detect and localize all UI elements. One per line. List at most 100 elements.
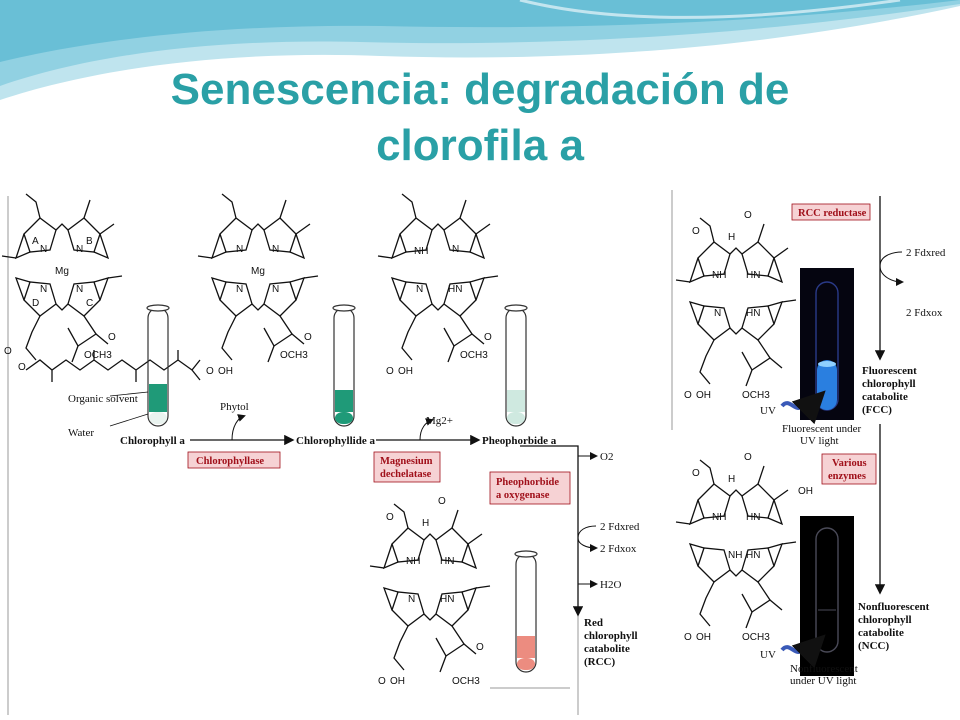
- rcc-structure: NH HN HN N H O O O OH OCH3 O: [369, 496, 491, 687]
- och3-group: OCH3: [84, 350, 112, 361]
- n-atom: N: [40, 244, 47, 255]
- n-atom: N: [236, 244, 243, 255]
- pao-enzyme-box: [489, 471, 571, 505]
- och3-group: OCH3: [452, 676, 480, 687]
- chlorophyllase-enzyme-box: [187, 451, 281, 469]
- n-atom: N: [408, 594, 415, 605]
- pao-label-line2: a oxygenase: [496, 490, 550, 501]
- oh-group: OH: [398, 366, 413, 377]
- chlorophyll-test-tube: [146, 304, 170, 427]
- o-atom: O: [684, 390, 692, 401]
- fdx-red-label-2: 2 Fdxred: [906, 247, 946, 259]
- rcc-reductase-label: RCC reductase: [798, 208, 867, 219]
- nh-group: NH: [712, 270, 726, 281]
- various-enzymes-line1: Various: [832, 458, 867, 469]
- rcc-test-tube: [514, 550, 538, 673]
- fdx-red-label: 2 Fdxred: [600, 521, 640, 533]
- arrow-pheophorbide-to-rcc: [520, 445, 584, 617]
- uv-arrow-fcc: [780, 390, 826, 425]
- ncc-label-line4: (NCC): [858, 640, 889, 652]
- mg-atom: Mg: [251, 266, 265, 277]
- slide-title: Senescencia: degradación de clorofila a: [0, 62, 960, 174]
- fcc-label-line3: catabolite: [862, 391, 908, 403]
- ncc-label-line3: catabolite: [858, 627, 904, 639]
- o-atom: O: [378, 676, 386, 687]
- oh-group: OH: [218, 366, 233, 377]
- pheophorbide-a-structure: NH HN N N O OH OCH3 O: [377, 193, 499, 377]
- h-atom: H: [728, 232, 735, 243]
- phytol-label: Phytol: [220, 401, 249, 413]
- nh-group: NH: [414, 246, 428, 257]
- hn-group: HN: [440, 556, 454, 567]
- o-atom: O: [476, 642, 484, 653]
- water-label: Water: [68, 427, 94, 439]
- organic-solvent-label: Organic solvent: [68, 393, 138, 405]
- chlorophyll-a-label: Chlorophyll a: [120, 435, 185, 447]
- ring-a-label: A: [32, 236, 39, 247]
- o-atom: O: [692, 468, 700, 479]
- n-atom: N: [416, 284, 423, 295]
- oh-group: OH: [798, 486, 813, 497]
- hn-group: HN: [746, 512, 760, 523]
- hn-group: HN: [746, 550, 760, 561]
- o-atom: O: [108, 332, 116, 343]
- rcc-label-line3: catabolite: [584, 643, 630, 655]
- ncc-label-line1: Nonfluorescent: [858, 601, 930, 613]
- mg-atom: Mg: [55, 266, 69, 277]
- hn-group: HN: [440, 594, 454, 605]
- mg-dechelatase-label-line2: dechelatase: [380, 469, 432, 480]
- o-atom: O: [4, 346, 12, 357]
- hn-group: HN: [448, 284, 462, 295]
- oh-group: OH: [696, 390, 711, 401]
- slide-title-line2: clorofila a: [376, 121, 584, 170]
- o-atom: O: [18, 362, 26, 373]
- chlorophyllide-test-tube: [332, 304, 356, 427]
- o-atom: O: [692, 226, 700, 237]
- och3-group: OCH3: [460, 350, 488, 361]
- slide-title-line1: Senescencia: degradación de: [170, 65, 790, 114]
- fdx-ox-label-2: 2 Fdxox: [906, 307, 943, 319]
- h2o-label: H2O: [600, 579, 621, 591]
- o-atom: O: [438, 496, 446, 507]
- uv-label-fcc: UV: [760, 405, 776, 417]
- rcc-label-line2: chlorophyll: [584, 630, 638, 642]
- n-atom: N: [452, 244, 459, 255]
- pao-label-line1: Pheophorbide: [496, 477, 559, 488]
- rcc-reductase-enzyme-box: [791, 203, 871, 221]
- fluorescent-under-uv-line2: UV light: [800, 435, 839, 447]
- o-atom: O: [386, 366, 394, 377]
- rcc-label-line4: (RCC): [584, 656, 615, 668]
- o-atom: O: [744, 210, 752, 221]
- pheophorbide-test-tube: [504, 304, 528, 427]
- various-enzymes-box: [821, 453, 877, 485]
- phytol-chain: [25, 350, 201, 382]
- rcc-label-line1: Red: [584, 617, 603, 629]
- h-atom: H: [728, 474, 735, 485]
- n-atom: N: [236, 284, 243, 295]
- h-atom: H: [422, 518, 429, 529]
- nh-group: NH: [712, 512, 726, 523]
- n-atom: N: [272, 244, 279, 255]
- o2-label: O2: [600, 451, 613, 463]
- nh-group: NH: [728, 550, 742, 561]
- n-atom: N: [714, 308, 721, 319]
- ncc-structure: NH HN HN NH H O O OH O OH OCH3: [675, 452, 813, 643]
- mg-dechelatase-label-line1: Magnesium: [380, 456, 433, 467]
- various-enzymes-line2: enzymes: [828, 471, 866, 482]
- chlorophyll-a-structure: Mg N N N N A B C D OCH3 O O O: [1, 193, 123, 373]
- o-atom: O: [304, 332, 312, 343]
- nonfluorescent-under-uv-line1: Nonfluorescent: [790, 663, 858, 675]
- hn-group: HN: [746, 308, 760, 319]
- fcc-structure: NH HN HN N H O O O OH OCH3: [675, 210, 797, 401]
- och3-group: OCH3: [742, 632, 770, 643]
- uv-arrow-ncc: [780, 634, 826, 669]
- uv-label-ncc: UV: [760, 649, 776, 661]
- n-atom: N: [272, 284, 279, 295]
- chlorophyllase-label: Chlorophyllase: [196, 456, 264, 467]
- fcc-uv-photo: [800, 268, 854, 420]
- o-atom: O: [684, 632, 692, 643]
- header-swoosh: [0, 0, 960, 105]
- hn-group: HN: [746, 270, 760, 281]
- och3-group: OCH3: [280, 350, 308, 361]
- o-atom: O: [744, 452, 752, 463]
